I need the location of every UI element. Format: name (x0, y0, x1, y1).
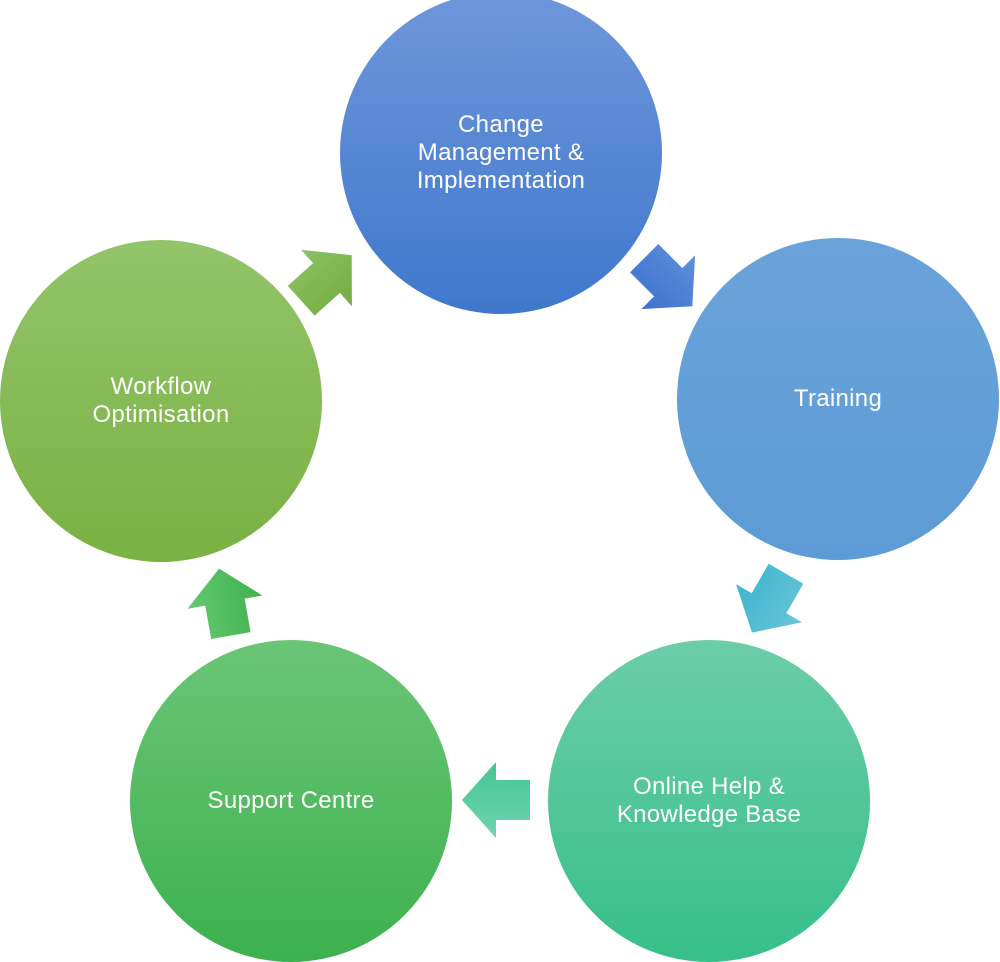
workflow-optimisation-node: Workflow Optimisation (0, 240, 322, 562)
online-help-node: Online Help & Knowledge Base (548, 640, 870, 962)
support-centre-node: Support Centre (130, 640, 452, 962)
training-label: Training (793, 385, 883, 412)
support-centre-label: Support Centre (207, 787, 375, 814)
training-node: Training (677, 238, 999, 560)
arrow-support-to-workflow-icon (181, 562, 269, 643)
workflow-optimisation-label: Workflow Optimisation (92, 373, 230, 428)
change-management-label: Change Management & Implementation (416, 111, 586, 194)
arrow-online-to-support-icon (462, 762, 530, 838)
online-help-label: Online Help & Knowledge Base (616, 773, 802, 828)
arrow-training-to-online-icon (719, 554, 819, 652)
change-management-node: Change Management & Implementation (340, 0, 662, 314)
